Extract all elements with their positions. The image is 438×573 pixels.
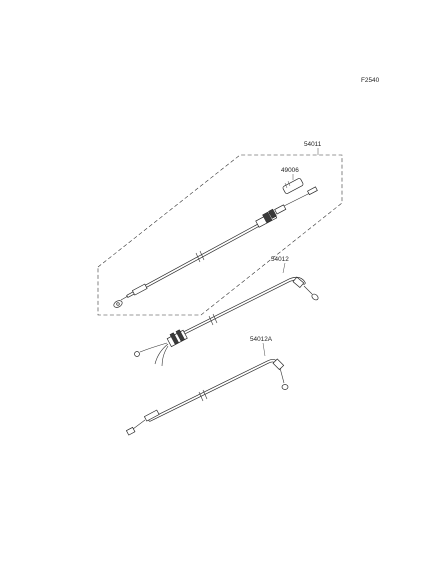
adjuster-nut bbox=[169, 332, 179, 345]
inner-wire bbox=[283, 192, 311, 207]
leader-line-54012a bbox=[262, 342, 266, 357]
leader-line-54012 bbox=[282, 262, 286, 274]
wire-end-nipple bbox=[125, 426, 136, 436]
inner-wire bbox=[303, 285, 313, 295]
adjuster-nut bbox=[262, 211, 273, 224]
cable-54011 bbox=[113, 186, 318, 308]
cable-54012: 54012 bbox=[134, 256, 319, 367]
sheath-ferrule bbox=[272, 358, 285, 371]
group-outline bbox=[97, 154, 343, 316]
cable-break-mark bbox=[195, 252, 201, 263]
part-number-54012: 54012 bbox=[271, 256, 289, 263]
part-group-54011: 54011 bbox=[97, 141, 343, 316]
figure-code-label: F2540 bbox=[361, 77, 380, 84]
inner-wire bbox=[279, 367, 285, 384]
cable-end-fitting bbox=[311, 293, 319, 301]
cable-break-mark bbox=[208, 315, 214, 326]
cable-boot bbox=[282, 178, 304, 194]
cable-end-fitting bbox=[281, 384, 289, 390]
part-number-54012a: 54012A bbox=[250, 336, 273, 343]
cable-54012a: 54012A bbox=[125, 336, 289, 436]
part-number-49006: 49006 bbox=[281, 167, 299, 174]
cable-break-mark bbox=[198, 391, 204, 402]
sheath-ferrule bbox=[131, 283, 148, 296]
part-number-54011: 54011 bbox=[304, 141, 322, 148]
sheath-ferrule bbox=[292, 276, 305, 289]
wire-end-nipple bbox=[307, 186, 318, 196]
sheath-ferrule bbox=[143, 409, 160, 422]
cable-adjuster bbox=[166, 329, 188, 348]
part-49006: 49006 bbox=[281, 167, 304, 194]
inner-wire bbox=[132, 419, 146, 430]
cable-end-fitting bbox=[134, 351, 140, 357]
